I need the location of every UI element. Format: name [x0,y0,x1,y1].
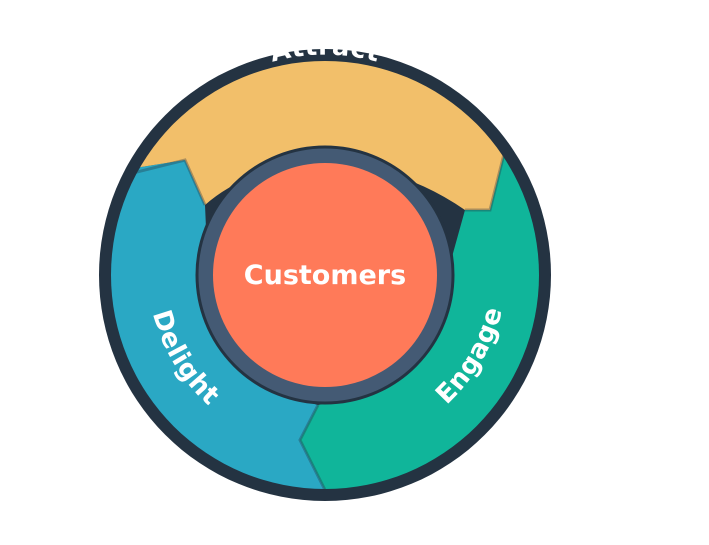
inner-ring-outline [195,145,455,405]
divider-attract-delight [124,158,207,206]
divider-attract-engage [465,149,507,212]
center-circle [213,163,437,387]
divider-engage-delight [298,404,342,489]
center-label: Customers [244,260,406,291]
